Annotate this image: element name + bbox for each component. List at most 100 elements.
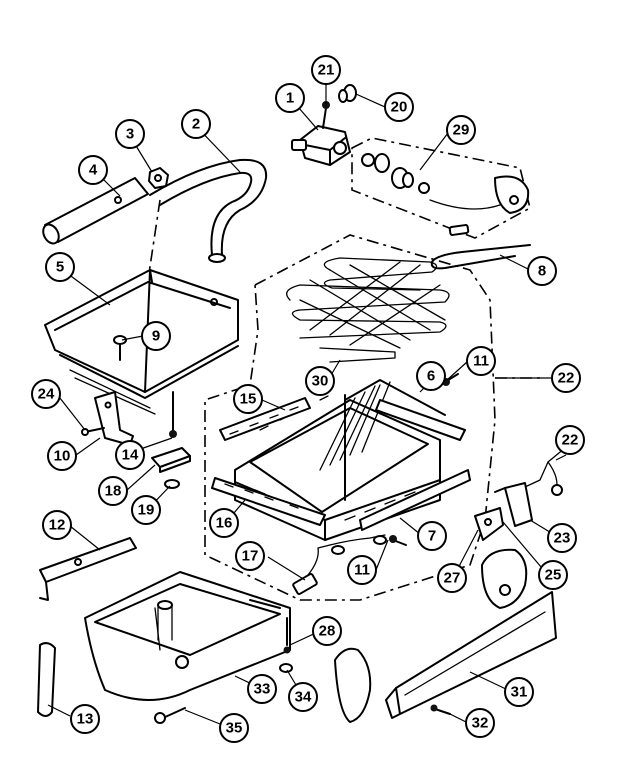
svg-text:4: 4 [89,162,98,179]
heater-strips [211,397,471,531]
ice-mold-tray [44,269,239,415]
svg-text:6: 6 [427,368,435,385]
callout-1: 1 [275,83,305,113]
svg-text:34: 34 [295,689,312,706]
callout-29: 29 [446,115,476,145]
callout-8: 8 [527,256,557,286]
svg-text:22: 22 [558,370,575,387]
ice-bin [84,571,291,701]
svg-text:28: 28 [319,623,336,640]
svg-text:20: 20 [391,99,408,116]
svg-text:18: 18 [105,483,122,500]
svg-text:29: 29 [453,122,470,139]
svg-text:23: 23 [554,530,571,547]
callout-31: 31 [504,677,534,707]
svg-text:22: 22 [562,432,579,449]
callout-16: 16 [209,508,239,538]
callout-22-harness: 22 [555,425,585,455]
hose-nut [148,167,169,189]
svg-text:13: 13 [77,711,94,728]
svg-text:9: 9 [152,328,160,345]
svg-text:19: 19 [138,502,155,519]
svg-text:8: 8 [538,263,546,280]
bin-drain-hose [37,642,56,717]
callout-13: 13 [70,704,100,734]
svg-text:5: 5 [56,259,64,276]
shutoff-arm-parts [151,391,191,489]
svg-text:21: 21 [318,62,335,79]
valve-inlet-fitting [338,84,357,103]
panel-screw [430,704,451,715]
svg-text:3: 3 [126,126,134,143]
callout-25: 25 [538,560,568,590]
callout-34: 34 [288,682,318,712]
callout-4: 4 [78,155,108,185]
front-bracket [39,537,137,601]
inlet-tube [42,177,149,245]
svg-text:16: 16 [216,515,233,532]
bin-fasteners [154,617,293,724]
callout-32: 32 [465,708,495,738]
control-bracket [474,482,533,541]
svg-text:24: 24 [38,386,55,403]
svg-text:35: 35 [226,720,243,737]
wire-harness-right [524,447,566,496]
svg-text:2: 2 [192,116,200,133]
callout-23: 23 [547,523,577,553]
svg-text:10: 10 [54,448,71,465]
heater-screws [389,373,459,546]
callout-3: 3 [115,119,145,149]
callout-17: 17 [235,541,265,571]
svg-text:25: 25 [545,567,562,584]
svg-text:15: 15 [240,391,257,408]
tray-screw [113,335,127,361]
callout-28: 28 [312,616,342,646]
fill-tube [430,224,531,270]
callout-21: 21 [311,55,341,85]
switch-shutter [481,548,528,609]
svg-text:33: 33 [254,681,271,698]
callout-35: 35 [219,713,249,743]
callout-20: 20 [384,92,414,122]
svg-text:11: 11 [473,353,489,370]
svg-text:32: 32 [472,715,489,732]
callout-10: 10 [47,441,77,471]
svg-text:17: 17 [242,548,259,565]
fill-hose [149,158,268,263]
callout-12: 12 [42,510,72,540]
svg-text:27: 27 [444,570,461,587]
callout-11-lower: 11 [347,555,377,585]
callout-5: 5 [45,252,75,282]
svg-text:31: 31 [511,684,528,701]
switch-cover [334,647,372,723]
evaporator-coil [286,257,450,363]
callout-9: 9 [141,321,171,351]
mounting-bracket [81,391,134,446]
svg-text:1: 1 [286,90,294,107]
callout-15: 15 [233,384,263,414]
callout-22-right: 22 [551,363,581,393]
svg-text:30: 30 [312,373,329,390]
callout-18: 18 [98,476,128,506]
valve-kit [361,153,530,214]
callout-19: 19 [131,495,161,525]
callouts: 1 2 3 4 5 6 7 8 9 10 11 11 12 13 14 15 1… [31,55,585,743]
callout-11-upper: 11 [466,346,496,376]
svg-text:12: 12 [49,517,66,534]
valve-kit-outline [351,137,531,239]
svg-text:11: 11 [354,562,370,579]
svg-text:14: 14 [122,447,139,464]
callout-30: 30 [305,366,335,396]
thermostat-harness [292,534,387,595]
callout-27: 27 [437,563,467,593]
svg-text:7: 7 [428,528,436,545]
side-panel [385,591,557,719]
callout-14: 14 [115,440,145,470]
evaporator-frame [234,379,446,541]
callout-2: 2 [181,109,211,139]
callout-7: 7 [417,521,447,551]
water-valve [291,101,351,166]
callout-33: 33 [247,674,277,704]
callout-6: 6 [416,361,446,391]
